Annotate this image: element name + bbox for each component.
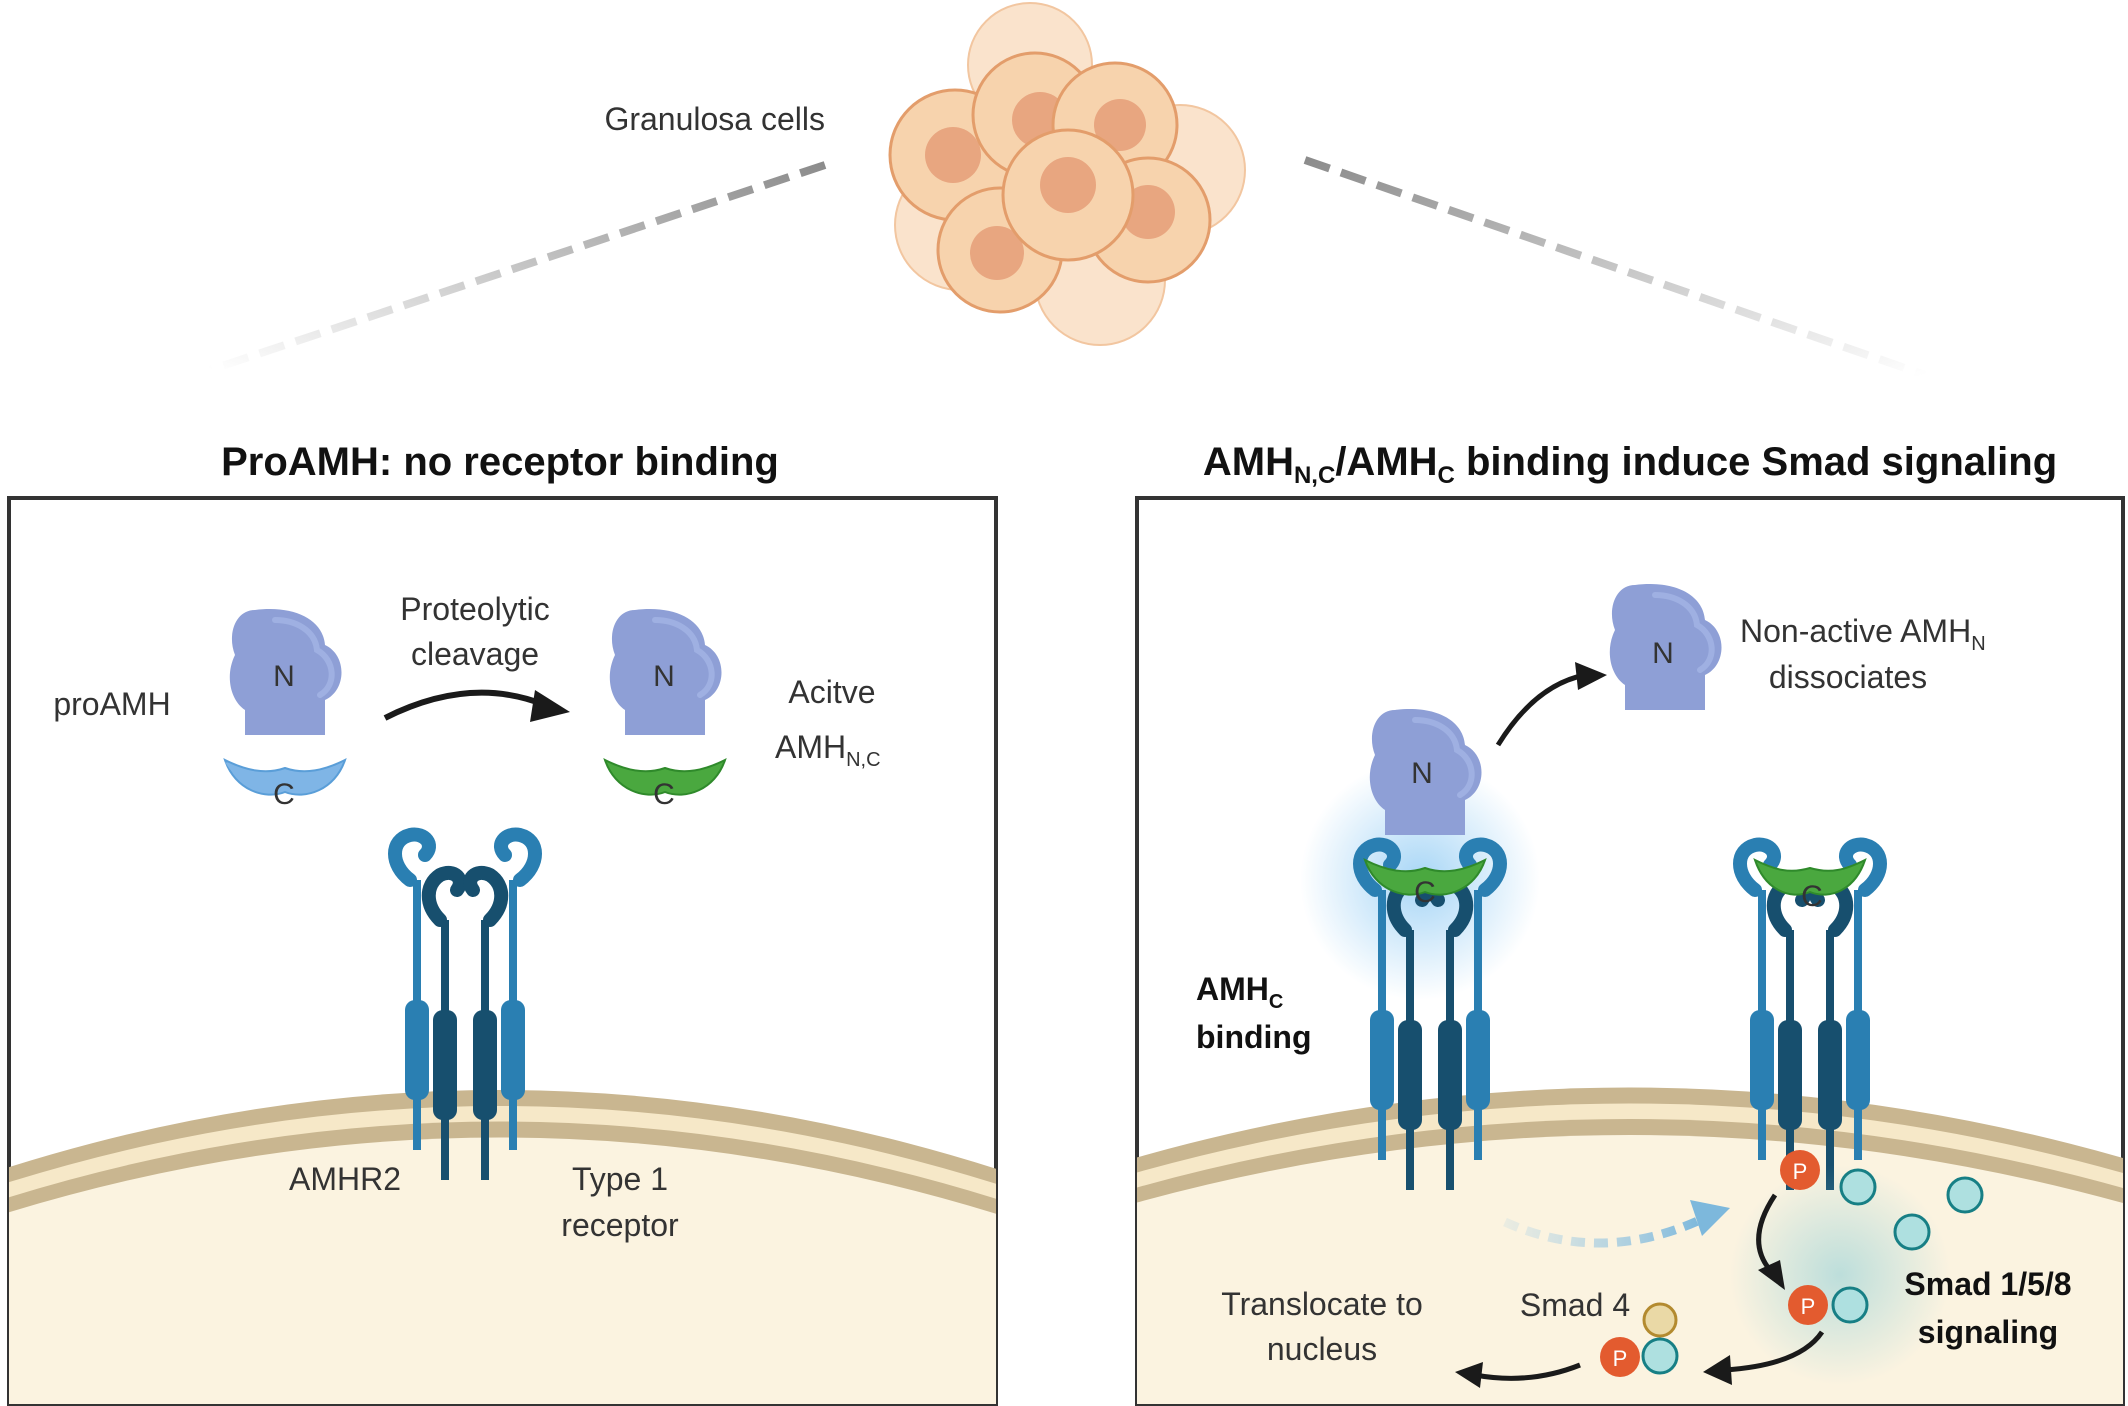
cleavage-arrow	[383, 689, 547, 721]
free-n-letter: N	[1652, 637, 1674, 670]
proamh-n-letter: N	[273, 660, 295, 693]
proamh-molecule	[223, 609, 347, 796]
active-amh-sub: N,C	[846, 749, 880, 771]
phospho-letter-3: P	[1613, 1346, 1628, 1371]
smad-circle-3	[1893, 1213, 1931, 1251]
smad158-label-line2: signaling	[1918, 1314, 2058, 1350]
amhc-c-letter: C	[1801, 880, 1823, 913]
phospho-circle-1	[1780, 1150, 1820, 1190]
right-title-slash: /AMH	[1335, 440, 1437, 484]
type1-label-line1: Type 1	[572, 1161, 668, 1197]
proamh-c-letter: C	[273, 778, 295, 811]
dissociate-label-line1: Non-active AMHN	[1740, 613, 1986, 655]
smad-circle-1	[1839, 1168, 1877, 1206]
signal-transfer-arrow	[1503, 1215, 1702, 1248]
dissociate-label-line2: dissociates	[1769, 659, 1927, 695]
smad4-label: Smad 4	[1520, 1287, 1630, 1323]
bound-n-letter: N	[1411, 757, 1433, 790]
translocate-label-line2: nucleus	[1267, 1331, 1377, 1367]
amhc-main: AMH	[1196, 971, 1269, 1007]
dissociate-main: Non-active AMH	[1740, 613, 1971, 649]
phospho-circle-2	[1788, 1285, 1828, 1325]
translocate-label-line1: Translocate to	[1221, 1286, 1423, 1322]
granulosa-cell-cluster	[888, 2, 1246, 346]
phospho-letter-2: P	[1801, 1294, 1816, 1319]
cleavage-label-line1: Proteolytic	[400, 591, 549, 627]
active-amh-c-letter: C	[653, 778, 675, 811]
active-amh-label-line2: AMHN,C	[775, 729, 881, 771]
smad-glow	[1730, 1165, 1950, 1385]
smad-arrow-left	[1724, 1330, 1825, 1373]
right-title-sub1: N,C	[1294, 462, 1335, 489]
amhc-sub: C	[1269, 991, 1283, 1013]
bound-c-letter: C	[1414, 876, 1436, 909]
active-amh-n-letter: N	[653, 660, 675, 693]
smad-circle-4	[1831, 1286, 1869, 1324]
cleavage-label-line2: cleavage	[411, 636, 539, 672]
amhc-domain	[1753, 858, 1867, 896]
translocate-arrow	[1474, 1362, 1581, 1381]
connector-right	[1303, 156, 1927, 379]
right-title-sub2: C	[1438, 462, 1455, 489]
right-title-rest: binding induce Smad signaling	[1455, 440, 2057, 484]
left-panel-title: ProAMH: no receptor binding	[221, 440, 779, 484]
right-panel-title: AMHN,C/AMHC binding induce Smad signalin…	[1203, 440, 2057, 489]
phospho-circle-3	[1600, 1337, 1640, 1377]
smad-circle-2	[1946, 1176, 1984, 1214]
dissociate-arrow	[1495, 672, 1586, 747]
amhr2-label: AMHR2	[289, 1161, 401, 1197]
connector-left	[208, 161, 827, 374]
bound-amh-molecule	[1363, 709, 1487, 896]
phospho-letter-1: P	[1793, 1159, 1808, 1184]
amhc-label: AMHC	[1196, 971, 1283, 1013]
active-amh-main: AMH	[775, 729, 846, 765]
right-title-amh: AMH	[1203, 440, 1294, 484]
granulosa-cells-label: Granulosa cells	[604, 101, 825, 137]
smad-arrow-down	[1756, 1193, 1778, 1272]
type1-label-line2: receptor	[561, 1207, 679, 1243]
dissociate-sub: N	[1971, 633, 1985, 655]
smad-circle-5	[1641, 1337, 1679, 1375]
smad4-circle	[1642, 1302, 1678, 1338]
smad158-label-line1: Smad 1/5/8	[1904, 1266, 2071, 1302]
active-amh-label-line1: Acitve	[788, 674, 875, 710]
binding-label: binding	[1196, 1019, 1312, 1055]
proamh-label: proAMH	[53, 686, 170, 722]
left-cell-membrane	[9, 1090, 996, 1404]
active-amh-molecule	[603, 609, 727, 796]
